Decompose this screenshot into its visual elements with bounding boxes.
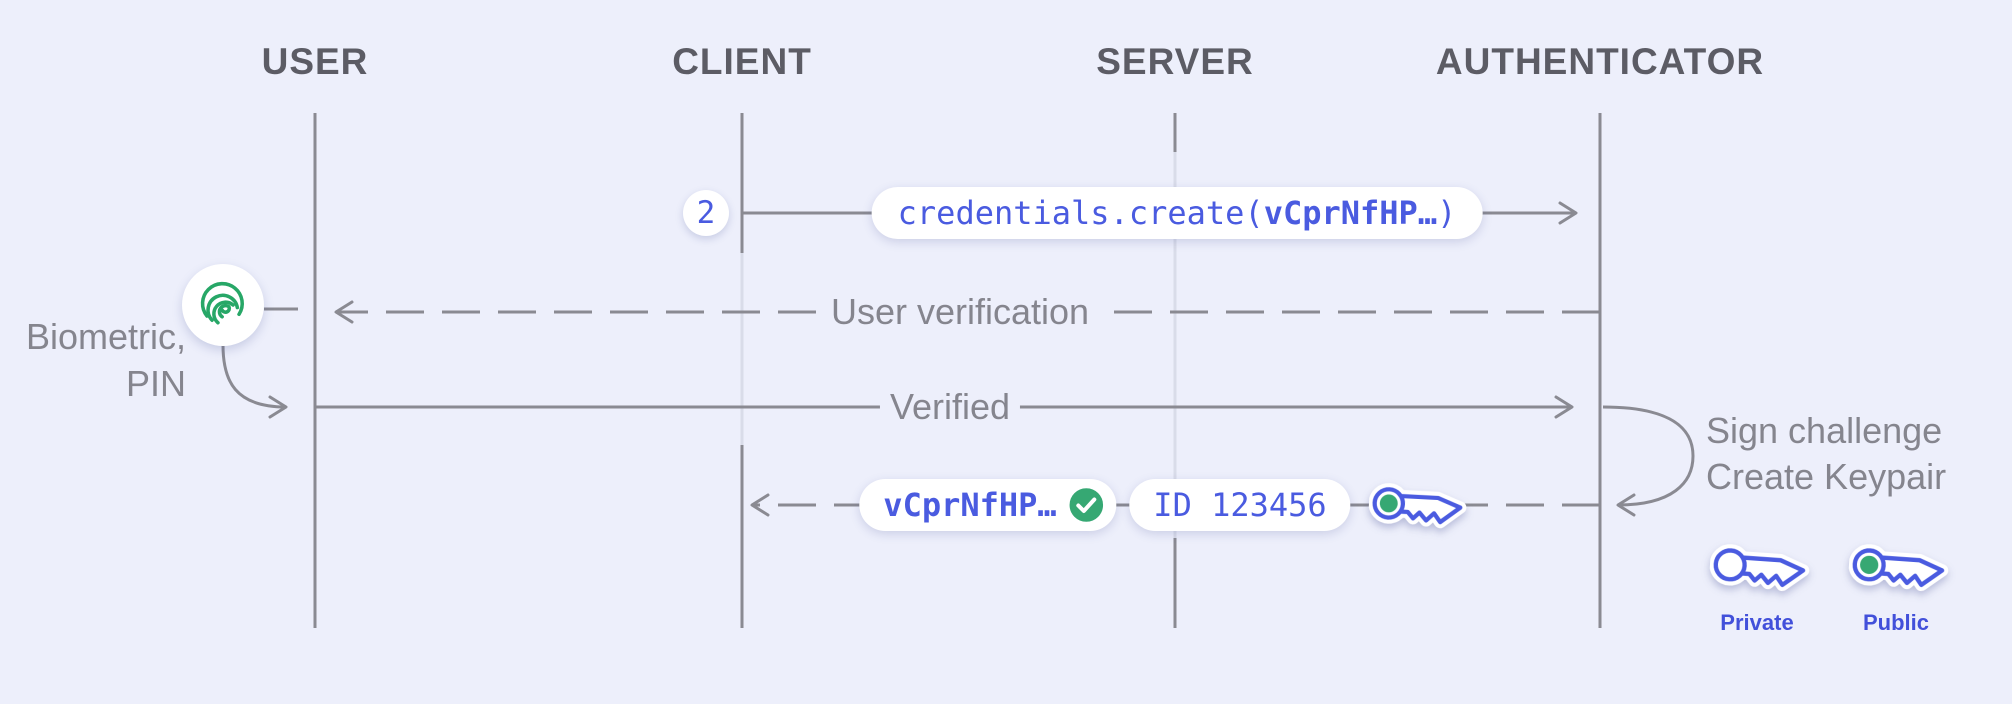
authenticator-action-line2: Create Keypair: [1706, 456, 1947, 497]
user-method-line1: Biometric,: [25, 316, 186, 357]
lane-header-server: SERVER: [1096, 41, 1254, 82]
create-call-argument: vCprNfHP…: [1263, 194, 1438, 232]
user-method-note: Biometric, PIN: [0, 313, 186, 407]
step-number: 2: [696, 195, 716, 231]
authenticator-action-line1: Sign challenge: [1706, 410, 1943, 451]
response-credential: vCprNfHP…: [883, 486, 1057, 524]
authenticator-self-loop-arrow: [1602, 405, 1695, 517]
lane-header-user: USER: [261, 41, 369, 82]
credential-key-icon: [1368, 483, 1467, 529]
private-key-label: Private: [1720, 610, 1794, 635]
create-call-suffix: ): [1437, 194, 1457, 232]
verified-label: Verified: [879, 385, 1021, 429]
step-number-badge: 2: [683, 190, 729, 236]
credential-id-pill: ID 123456: [1129, 479, 1351, 531]
lane-header-authenticator: AUTHENTICATOR: [1435, 41, 1765, 82]
lane-header-client: CLIENT: [672, 41, 812, 82]
biometric-curved-arrow: [221, 344, 288, 419]
credentials-create-pill: credentials.create(vCprNfHP…): [871, 187, 1483, 239]
user-verification-label: User verification: [820, 290, 1100, 334]
authenticator-action-note: Sign challenge Create Keypair: [1706, 408, 1946, 500]
user-method-line2: PIN: [125, 363, 186, 404]
fingerprint-badge: [182, 264, 264, 346]
verified-check-icon: [1067, 485, 1106, 525]
create-call-prefix: credentials.create(: [897, 194, 1264, 232]
public-key-icon: [1848, 544, 1949, 592]
credential-response-pill: vCprNfHP…: [859, 479, 1117, 531]
private-key-icon: [1709, 544, 1810, 592]
fingerprint-icon: [200, 281, 244, 325]
public-key-label: Public: [1862, 610, 1930, 635]
response-credential-id: ID 123456: [1153, 486, 1327, 524]
